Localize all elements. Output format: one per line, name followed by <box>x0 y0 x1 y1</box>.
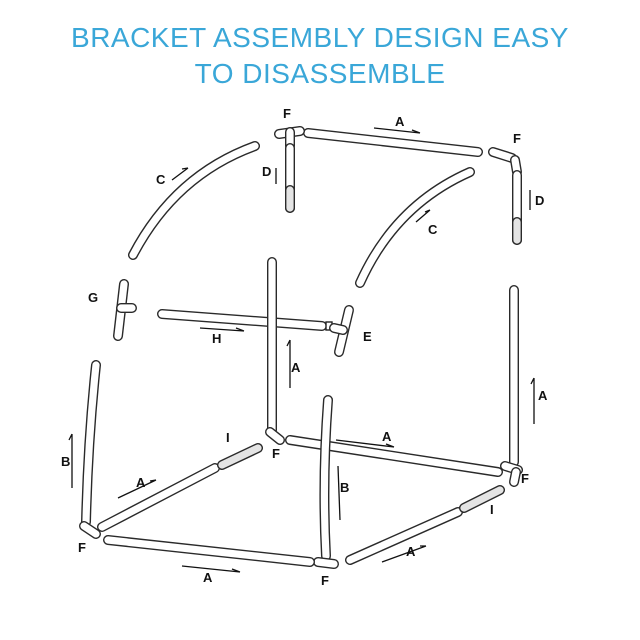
label-c-left: C <box>156 172 166 187</box>
left-bottom-pipe-a <box>97 463 220 532</box>
label-f-front-left: F <box>78 540 86 555</box>
label-a-front: A <box>203 570 213 585</box>
label-a-top: A <box>395 114 405 129</box>
label-f-top-left: F <box>283 106 291 121</box>
label-i-left: I <box>226 430 230 445</box>
front-middle-vertical-pipe-b <box>319 395 333 561</box>
label-a-back: A <box>382 429 392 444</box>
front-left-vertical-pipe-b <box>81 360 101 527</box>
front-left-bottom-connector-f <box>79 521 101 539</box>
label-f-middle: F <box>272 446 280 461</box>
label-b-middle: B <box>340 480 349 495</box>
label-a-left: A <box>136 475 146 490</box>
label-d-left: D <box>262 164 271 179</box>
label-f-top-right: F <box>513 131 521 146</box>
front-middle-bottom-connector-f <box>313 557 339 569</box>
part-labels: A F F D D C C G H E A A I A F B A B F I … <box>61 106 548 588</box>
top-pipe-a <box>303 128 483 157</box>
label-i-right: I <box>490 502 494 517</box>
left-joiner-i <box>217 443 263 470</box>
right-bottom-connector-f <box>500 461 523 487</box>
right-bottom-pipe-a <box>345 507 463 565</box>
middle-pipe-h <box>157 309 327 331</box>
label-a-right: A <box>538 388 548 403</box>
label-d-right: D <box>535 193 544 208</box>
middle-bottom-connector-f <box>265 427 285 445</box>
top-right-connector-f <box>488 147 522 177</box>
label-a-right-bottom: A <box>406 544 416 559</box>
left-arch-c <box>128 141 260 260</box>
e-connector <box>329 305 354 357</box>
label-b-left: B <box>61 454 70 469</box>
label-a-middle: A <box>291 360 301 375</box>
title-line-1: BRACKET ASSEMBLY DESIGN EASY <box>71 22 569 53</box>
label-c-right: C <box>428 222 438 237</box>
right-joiner-i <box>459 485 505 513</box>
label-g: G <box>88 290 98 305</box>
front-bottom-pipe-a <box>103 535 315 567</box>
diagram-title: BRACKET ASSEMBLY DESIGN EASY TO DISASSEM… <box>0 20 640 92</box>
label-e: E <box>363 329 372 344</box>
g-connector <box>113 279 137 341</box>
right-arch-c <box>355 167 475 288</box>
label-h: H <box>212 331 221 346</box>
label-f-front-middle: F <box>321 573 329 588</box>
direction-arrows <box>68 127 535 573</box>
title-line-2: TO DISASSEMBLE <box>194 58 446 89</box>
label-f-right: F <box>521 471 529 486</box>
